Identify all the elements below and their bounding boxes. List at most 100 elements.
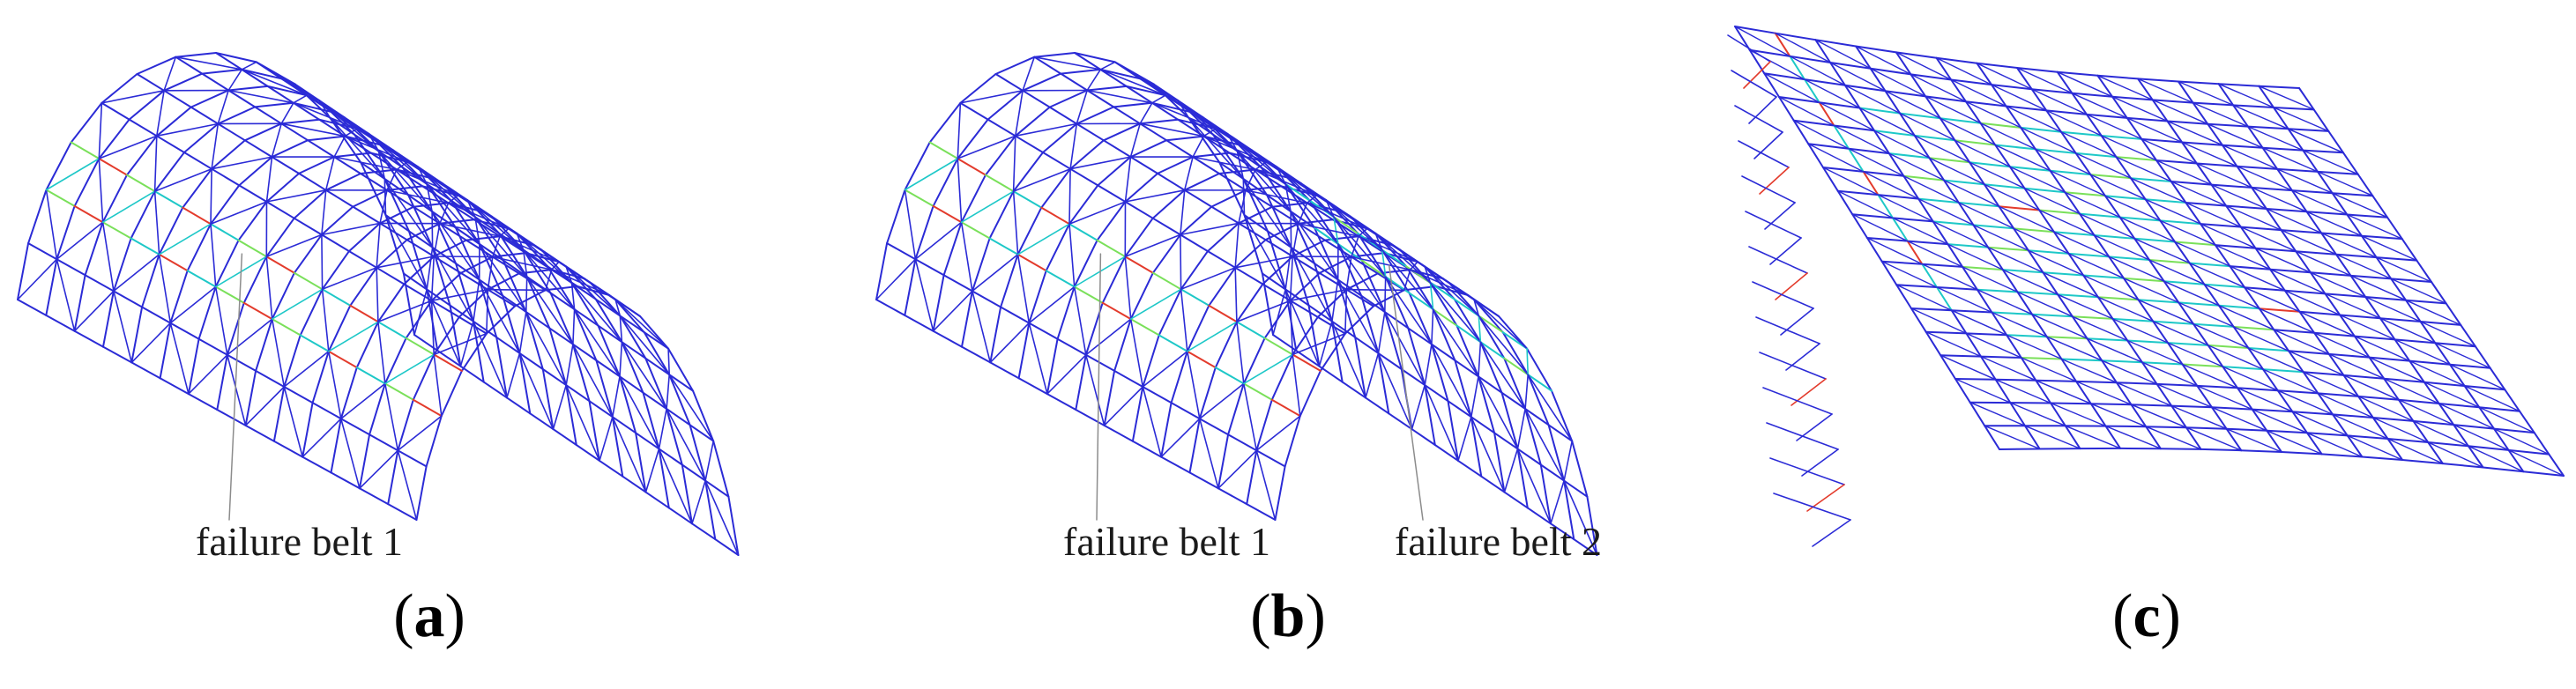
lattice-member xyxy=(348,250,378,269)
lattice-diagonal xyxy=(1124,256,1132,320)
lattice-member xyxy=(1096,201,1127,241)
lattice-member xyxy=(644,491,670,509)
lattice-diagonal xyxy=(2254,248,2312,273)
lattice-member xyxy=(2273,329,2290,352)
lattice-member xyxy=(1270,353,1294,401)
lattice-member xyxy=(311,350,330,404)
lattice-member xyxy=(2229,265,2272,270)
lattice-member xyxy=(2118,216,2162,222)
lattice-member xyxy=(408,230,434,248)
lattice-member xyxy=(2188,262,2206,285)
lattice-member xyxy=(2320,232,2363,237)
lattice-member xyxy=(412,398,443,418)
lattice-diagonal xyxy=(1965,100,2021,129)
lattice-member xyxy=(355,367,386,385)
lattice-diagonal xyxy=(1113,61,1180,101)
lattice-member xyxy=(45,314,76,332)
lattice-member xyxy=(210,184,241,226)
lattice-diagonal xyxy=(1099,61,1116,70)
lattice-member xyxy=(1042,122,1078,153)
lattice-member xyxy=(1928,157,1971,164)
lattice-member xyxy=(1295,349,1321,367)
lattice-diagonal xyxy=(2449,364,2505,390)
lattice-diagonal xyxy=(101,90,165,104)
lattice-member xyxy=(2236,165,2279,170)
lattice-member xyxy=(2290,189,2308,213)
lattice-member xyxy=(27,242,58,261)
lattice-diagonal xyxy=(211,122,220,170)
lattice-member xyxy=(525,311,551,330)
lattice-diagonal xyxy=(487,256,494,291)
lattice-member xyxy=(1998,205,2041,211)
collapsed-wall-member xyxy=(1752,281,1814,309)
lattice-diagonal xyxy=(1516,408,1526,450)
collapsed-wall-member xyxy=(1731,70,1777,98)
panel-label-c: c xyxy=(2133,582,2161,650)
lattice-member xyxy=(2155,382,2173,407)
lattice-diagonal xyxy=(1954,139,2011,167)
lattice-diagonal xyxy=(1925,331,1982,358)
lattice-member xyxy=(2196,384,2238,389)
lattice-member xyxy=(2207,122,2249,128)
lattice-member xyxy=(1991,84,2007,107)
lattice-member xyxy=(163,89,192,108)
lattice-member xyxy=(1017,377,1048,396)
lattice-member xyxy=(548,327,574,345)
lattice-member xyxy=(141,253,160,308)
lattice-member xyxy=(1895,284,1912,309)
lattice-member xyxy=(1433,444,1459,462)
lattice-member xyxy=(2093,234,2111,258)
lattice-member xyxy=(1022,89,1051,108)
collapsed-lattice-c xyxy=(1727,26,2565,547)
lattice-member xyxy=(2305,211,2323,234)
lattice-member xyxy=(2064,191,2081,215)
lattice-diagonal xyxy=(211,156,273,170)
lattice-member xyxy=(321,250,350,291)
lattice-member xyxy=(383,382,414,401)
lattice-member xyxy=(1124,172,1159,203)
lattice-member xyxy=(2346,434,2389,440)
lattice-member xyxy=(2188,262,2231,268)
lattice-diagonal xyxy=(2493,427,2550,456)
lattice-member xyxy=(619,375,637,434)
lattice-member xyxy=(2240,449,2282,453)
lattice-diagonal xyxy=(344,135,409,163)
lattice-diagonal xyxy=(1979,122,2036,151)
lattice-diagonal xyxy=(608,294,616,300)
lattice-diagonal xyxy=(473,278,480,322)
lattice-diagonal xyxy=(2093,234,2150,261)
lattice-member xyxy=(1947,243,1990,248)
lattice-member xyxy=(1424,384,1449,403)
lattice-member xyxy=(2222,366,2238,389)
lattice-member xyxy=(1814,39,1858,48)
lattice-member xyxy=(1336,278,1363,297)
lattice-diagonal xyxy=(2215,244,2271,270)
lattice-member xyxy=(986,118,1016,137)
lattice-member xyxy=(2258,85,2300,89)
lattice-diagonal xyxy=(2217,83,2274,108)
lattice-member xyxy=(1266,194,1292,248)
lattice-diagonal xyxy=(156,90,165,137)
lattice-member xyxy=(187,393,219,411)
lattice-member xyxy=(1430,343,1456,361)
lattice-member xyxy=(2079,212,2096,236)
lattice-member xyxy=(1858,107,1876,132)
lattice-member xyxy=(1345,288,1374,307)
lattice-diagonal xyxy=(2152,99,2208,125)
lattice-diagonal xyxy=(383,382,399,452)
lattice-diagonal xyxy=(1358,227,1368,238)
panel-label-a: a xyxy=(413,582,445,650)
lattice-diagonal xyxy=(2313,332,2371,359)
lattice-member xyxy=(2140,137,2158,161)
lattice-diagonal xyxy=(2137,299,2194,325)
lattice-diagonal xyxy=(1932,220,1989,248)
lattice-member xyxy=(1983,183,2000,208)
lattice-diagonal xyxy=(426,288,462,367)
lattice-member xyxy=(506,396,532,415)
lattice-member xyxy=(449,304,462,367)
lattice-member xyxy=(265,172,301,203)
lattice-member xyxy=(1950,78,1992,86)
lattice-member xyxy=(1125,85,1166,97)
lattice-diagonal xyxy=(430,256,436,302)
lattice-diagonal xyxy=(397,415,443,452)
